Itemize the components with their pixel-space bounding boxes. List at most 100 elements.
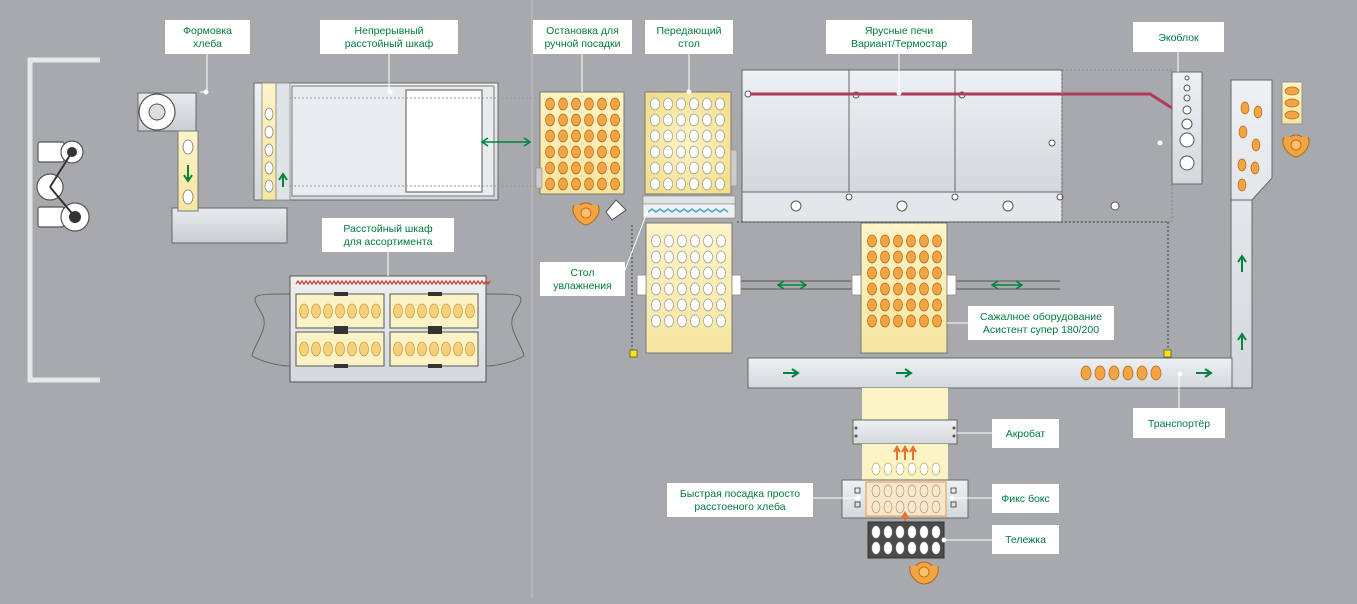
dough-piece (651, 314, 661, 328)
dough-piece (932, 266, 942, 280)
dough-piece (893, 266, 903, 280)
manual-stop-table (535, 91, 625, 195)
dough-piece (715, 97, 725, 111)
dough-piece (664, 250, 674, 264)
dough-piece (663, 113, 673, 127)
dough-piece (702, 161, 712, 175)
fix-box (841, 479, 969, 524)
dough-piece (597, 145, 607, 159)
dough-piece (347, 303, 357, 319)
dough-piece (867, 266, 877, 280)
dough-piece (311, 341, 321, 357)
dough-piece (650, 177, 660, 191)
dough-piece (584, 97, 594, 111)
double-arrow-icon (480, 137, 532, 147)
svg-text:Акробат: Акробат (1006, 428, 1046, 440)
dough-piece (417, 341, 427, 357)
dough-piece (919, 314, 929, 328)
dough-piece (932, 298, 942, 312)
dough-piece (690, 250, 700, 264)
dough-piece (919, 298, 929, 312)
dough-piece (663, 161, 673, 175)
dough-piece (441, 341, 451, 357)
dough-piece (906, 234, 916, 248)
dough-piece (545, 145, 555, 159)
dough-piece (651, 250, 661, 264)
dough-piece (716, 250, 726, 264)
dough-piece (880, 234, 890, 248)
dough-piece (867, 282, 877, 296)
dough-piece (359, 341, 369, 357)
dough-piece (545, 161, 555, 175)
dough-piece (545, 129, 555, 143)
dough-piece (584, 113, 594, 127)
dough-piece (571, 177, 581, 191)
dough-piece (664, 282, 674, 296)
double-arrow-icon (776, 280, 1024, 290)
dough-piece (919, 250, 929, 264)
dough-piece (932, 250, 942, 264)
deck-ovens (737, 69, 1186, 358)
dough-piece (690, 314, 700, 328)
dough-piece (610, 129, 620, 143)
dough-piece (584, 129, 594, 143)
vertical-conveyor (1230, 79, 1303, 389)
dough-piece (584, 145, 594, 159)
dough-piece (716, 234, 726, 248)
dough-piece (689, 97, 699, 111)
dough-piece (867, 314, 877, 328)
dough-piece (702, 129, 712, 143)
dough-piece (893, 298, 903, 312)
dough-piece (702, 145, 712, 159)
dough-piece (716, 314, 726, 328)
svg-text:Фикс бокс: Фикс бокс (1001, 493, 1050, 505)
scraper-icon (605, 199, 627, 221)
reel-icon (36, 140, 90, 232)
dough-piece (677, 234, 687, 248)
dough-piece (558, 145, 568, 159)
dough-piece (347, 341, 357, 357)
dough-piece (702, 97, 712, 111)
dough-piece (893, 314, 903, 328)
operator-icon (909, 561, 939, 585)
dough-piece (311, 303, 321, 319)
dough-reel-station (27, 57, 100, 383)
dough-piece (545, 113, 555, 127)
dough-piece (703, 298, 713, 312)
dough-piece (703, 314, 713, 328)
svg-text:Транспортёр: Транспортёр (1148, 418, 1210, 430)
dough-piece (663, 97, 673, 111)
dough-piece (610, 145, 620, 159)
svg-text:Экоблок: Экоблок (1158, 32, 1199, 44)
dough-piece (689, 145, 699, 159)
dough-piece (689, 129, 699, 143)
dough-piece (919, 266, 929, 280)
dough-piece (664, 314, 674, 328)
dough-piece (690, 234, 700, 248)
dough-piece (558, 129, 568, 143)
dough-piece (359, 303, 369, 319)
dough-piece (880, 298, 890, 312)
dough-piece (558, 97, 568, 111)
dough-piece (893, 234, 903, 248)
dough-piece (650, 161, 660, 175)
dough-piece (702, 177, 712, 191)
dough-piece (335, 341, 345, 357)
dough-piece (893, 282, 903, 296)
dough-piece (689, 161, 699, 175)
dough-piece (702, 113, 712, 127)
flow-arrow-icon (183, 165, 193, 183)
flow-arrow-icon (278, 172, 288, 187)
dough-piece (610, 177, 620, 191)
label-acrobat: Акробат (957, 419, 1059, 448)
dough-piece (715, 129, 725, 143)
flow-arrow-icon (1237, 332, 1247, 350)
dough-piece (393, 341, 403, 357)
label-cart: Тележка (941, 525, 1059, 554)
